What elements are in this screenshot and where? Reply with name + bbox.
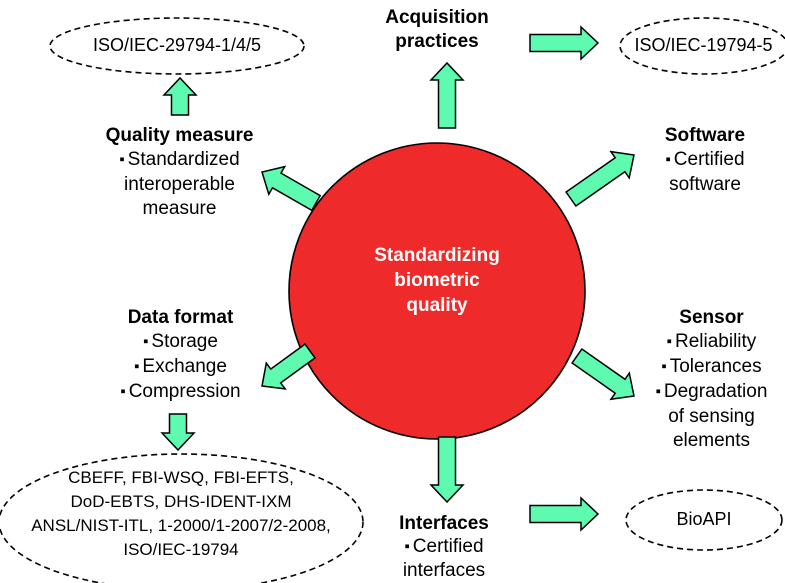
node-title: Software [664,125,746,146]
bullet-text: Certified [665,149,745,170]
standard-line: ISO/IEC-29794-1/4/5 [92,35,262,55]
arrow-interfaces-to-standard [529,496,600,532]
center-label: Standardizing biometric quality [337,243,537,318]
node-sensor: Sensor Reliability Tolerances Degradatio… [638,306,785,453]
node-title: practices [395,31,479,52]
arrow-to-interfaces [429,436,465,504]
bullet-text: Certified [404,536,484,557]
standard-interfaces-label: BioAPI [640,508,768,531]
center-line: Standardizing [374,245,500,266]
node-bullet: Tolerances [638,355,785,380]
bullet-text: Storage [143,331,218,352]
node-line: elements [672,430,751,451]
arrow-to-acquisition [429,61,465,129]
node-line: software [669,174,741,195]
oval-interfaces-standard [625,489,783,551]
node-bullet: Storage [98,330,263,355]
node-bullet: Standardized [82,148,277,173]
oval-acquisition-standard [619,17,785,75]
standard-line: DoD-EBTS, DHS-IDENT-IXM [70,492,292,511]
node-software: Software Certified software [650,124,760,197]
standard-acquisition-label: ISO/IEC-19794-5 [622,34,785,57]
arrow-to-data-format [261,343,317,390]
node-title: Quality measure [105,125,254,146]
center-circle [288,142,586,440]
bullet-text: Degradation [656,381,768,402]
standard-line: ANSL/NIST-ITL, 1-2000/1-2007/2-2008, [31,516,331,535]
node-line: interoperable [124,174,235,195]
node-bullet: Reliability [638,330,785,355]
center-line: biometric [394,270,480,291]
node-title: Acquisition [385,7,489,28]
oval-quality-standard [49,17,305,75]
standard-line: BioAPI [676,509,732,529]
node-bullet: Exchange [98,355,263,380]
oval-data-format-standard [0,453,364,583]
center-line: quality [406,295,468,316]
bullet-text: Standardized [119,149,240,170]
arrow-to-software [565,150,635,208]
node-quality-measure: Quality measure Standardized interoperab… [82,124,277,221]
node-title: Data format [127,307,234,328]
node-title: Interfaces [399,513,489,534]
standard-data-format-label: CBEFF, FBI-WSQ, FBI-EFTS, DoD-EBTS, DHS-… [0,466,362,562]
node-line: interfaces [402,560,486,581]
node-data-format: Data format Storage Exchange Compression [98,306,263,405]
node-bullet: Compression [98,380,263,405]
bullet-text: Tolerances [661,356,762,377]
bullet-text: Compression [120,381,241,402]
standard-line: CBEFF, FBI-WSQ, FBI-EFTS, [68,468,294,487]
standard-quality-label: ISO/IEC-29794-1/4/5 [52,34,302,57]
arrow-quality-to-standard [162,76,198,116]
node-line: measure [142,198,217,219]
arrow-data-format-to-standard [160,413,196,452]
arrow-to-sensor [571,347,635,401]
node-interfaces: Interfaces Certified interfaces [384,512,504,582]
arrow-acquisition-to-standard [529,25,600,61]
node-bullet: Degradation [638,380,785,405]
node-acquisition-practices: Acquisition practices [377,6,497,54]
arrow-to-quality-measure [261,165,322,212]
node-bullet: Certified [384,535,504,559]
node-title: Sensor [679,307,744,328]
node-line: of sensing [668,406,755,427]
standard-line: ISO/IEC-19794-5 [634,35,773,55]
arrow-group [160,25,635,532]
standard-line: ISO/IEC-19794 [123,540,239,559]
bullet-text: Reliability [667,331,756,352]
node-bullet: Certified [650,148,760,173]
bullet-text: Exchange [134,356,227,377]
